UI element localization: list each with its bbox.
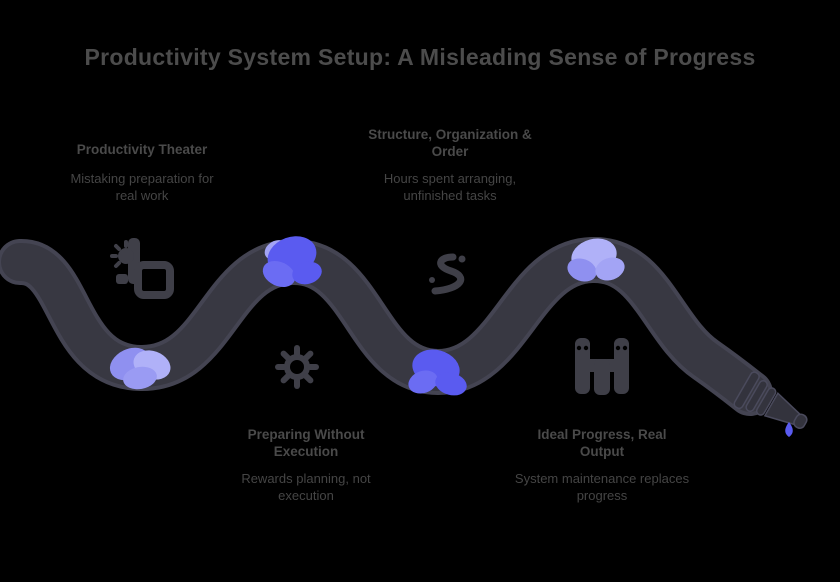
station-desc: System maintenance replaces bbox=[514, 471, 690, 486]
station-heading: Ideal Progress, Real bbox=[537, 427, 667, 442]
knot-2 bbox=[262, 236, 322, 288]
station-desc: Hours spent arranging, bbox=[383, 171, 517, 186]
station-heading-line2: Output bbox=[579, 444, 625, 459]
gear-icon bbox=[275, 345, 319, 389]
swirl-icon bbox=[429, 253, 466, 295]
station-desc-line2: unfinished tasks bbox=[403, 188, 497, 203]
station-desc: Mistaking preparation for bbox=[70, 171, 214, 186]
water-drop-icon bbox=[785, 422, 793, 437]
station-heading-line2: Order bbox=[431, 144, 469, 159]
nozzle bbox=[733, 371, 808, 429]
station-desc-line2: real work bbox=[115, 188, 169, 203]
sliders-icon bbox=[575, 338, 629, 395]
gear-panel-icon bbox=[110, 238, 174, 299]
station-heading: Structure, Organization & bbox=[368, 127, 532, 142]
station-desc-line2: execution bbox=[278, 488, 334, 503]
station-desc: Rewards planning, not bbox=[241, 471, 371, 486]
station-desc-line2: progress bbox=[576, 488, 628, 503]
station-text-planning: Preparing Without Execution Rewards plan… bbox=[196, 426, 416, 504]
knot-4 bbox=[567, 238, 625, 282]
station-text-maintenance: Ideal Progress, Real Output System maint… bbox=[492, 426, 712, 504]
station-heading: Preparing Without bbox=[247, 427, 365, 442]
page-title: Productivity System Setup: A Misleading … bbox=[84, 44, 756, 70]
station-text-organization: Structure, Organization & Order Hours sp… bbox=[340, 126, 560, 204]
knot-1 bbox=[109, 347, 171, 390]
station-text-research: Productivity Theater Mistaking preparati… bbox=[32, 141, 252, 204]
station-heading: Productivity Theater bbox=[76, 142, 208, 157]
station-heading-line2: Execution bbox=[273, 444, 339, 459]
knot-3 bbox=[408, 349, 467, 396]
